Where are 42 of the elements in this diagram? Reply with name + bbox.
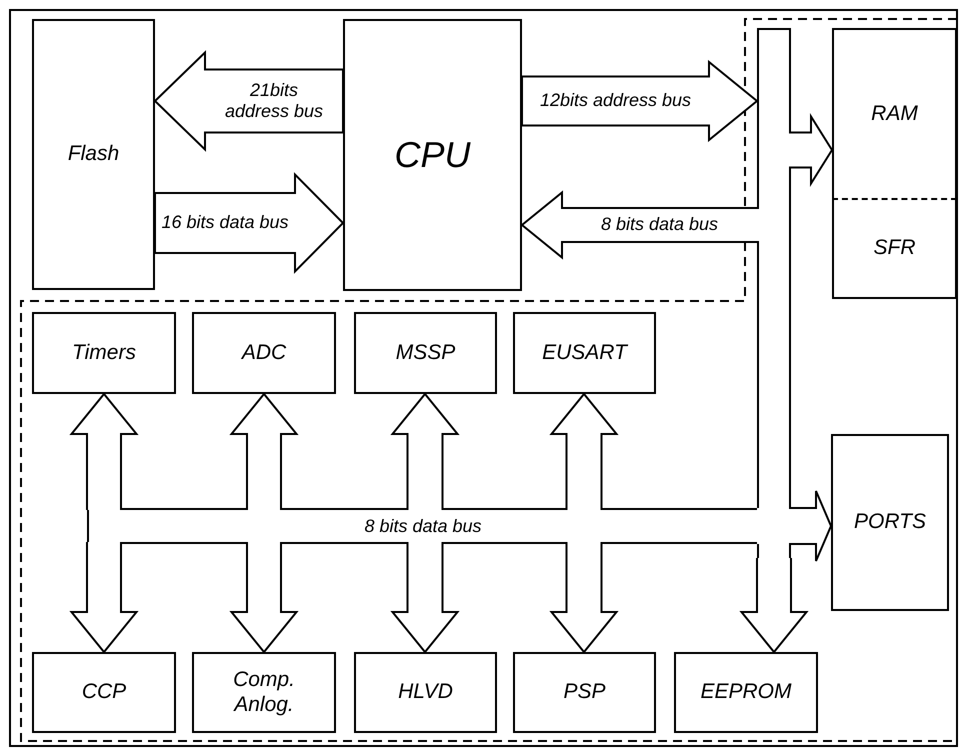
data-bus-bar bbox=[87, 508, 759, 544]
block-box bbox=[513, 312, 656, 394]
block-label: SFR bbox=[874, 236, 916, 261]
bus-arrow bbox=[739, 557, 809, 654]
bus-arrow bbox=[390, 392, 460, 511]
block-label: HLVD bbox=[398, 680, 453, 705]
block-box bbox=[354, 312, 497, 394]
bus-bar bbox=[757, 28, 791, 560]
block-label: Comp. Anlog. bbox=[232, 668, 296, 717]
bus-arrow bbox=[229, 392, 299, 511]
bus-arrow bbox=[788, 113, 834, 187]
block-label: Timers bbox=[72, 340, 136, 366]
block-label: PORTS bbox=[854, 510, 926, 535]
block-box bbox=[192, 312, 336, 394]
bus-arrow bbox=[549, 392, 619, 511]
block-box bbox=[831, 434, 949, 611]
block-label: EEPROM bbox=[700, 680, 792, 705]
block-label: CPU bbox=[394, 134, 470, 176]
block-label: Flash bbox=[68, 142, 120, 167]
bus-arrow bbox=[549, 541, 619, 654]
bus-arrow bbox=[69, 392, 139, 511]
bus-arrow bbox=[229, 541, 299, 654]
block-label: 8 bits data bus bbox=[364, 516, 482, 536]
block-box bbox=[32, 312, 176, 394]
block-label: CCP bbox=[82, 680, 126, 705]
block-box bbox=[832, 198, 957, 299]
block-label: MSSP bbox=[396, 340, 456, 366]
bus-arrow bbox=[390, 541, 460, 654]
bus-arrow bbox=[788, 490, 832, 562]
block-box bbox=[354, 652, 497, 733]
block-label: EUSART bbox=[542, 340, 627, 366]
block-box bbox=[674, 652, 818, 733]
block-label: ADC bbox=[242, 340, 286, 366]
block-label: PSP bbox=[563, 680, 606, 705]
block-box bbox=[32, 652, 176, 733]
block-box bbox=[832, 28, 957, 198]
block-box bbox=[343, 19, 522, 291]
block-box bbox=[513, 652, 656, 733]
block-label: RAM bbox=[871, 102, 918, 126]
bus-arrow bbox=[69, 541, 139, 654]
block-box bbox=[32, 19, 155, 290]
block-box bbox=[192, 652, 336, 733]
